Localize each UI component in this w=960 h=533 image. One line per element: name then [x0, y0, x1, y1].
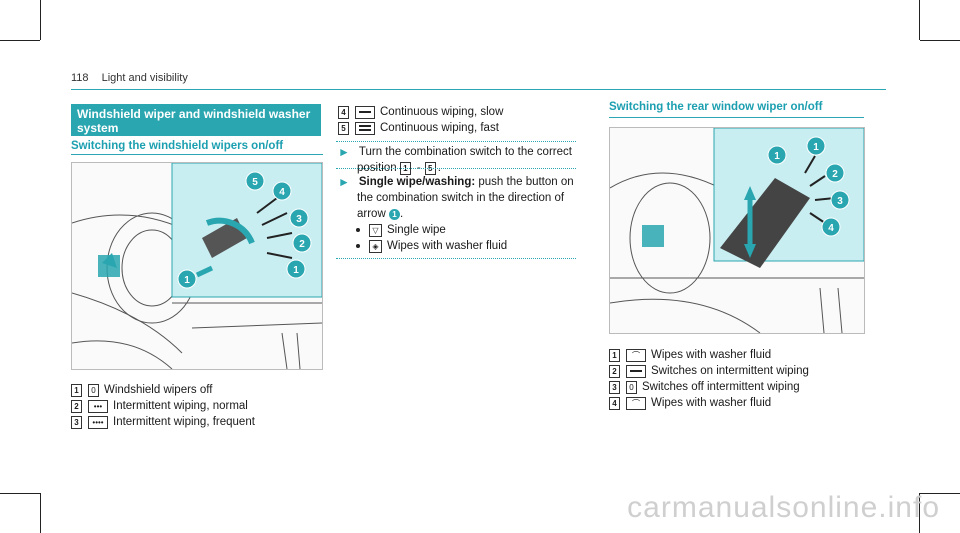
legend-item: 4 ⌒ Wipes with washer fluid — [609, 395, 809, 411]
watermark: carmanualsonline.info — [627, 491, 940, 524]
step-arrow-icon: ► — [338, 145, 350, 159]
callout-2: 2 — [832, 169, 838, 180]
bullet-item: ◈ Wipes with washer fluid — [356, 238, 574, 254]
legend-text: Intermittent wiping, frequent — [113, 416, 255, 428]
intermittent-normal-icon: ••• — [88, 399, 108, 413]
crop-mark — [0, 40, 40, 41]
key-badge: 1 — [609, 348, 620, 362]
step-text: . — [399, 208, 404, 220]
subsection-title: Switching the rear window wiper on/off — [609, 101, 823, 113]
windshield-wiper-illustration: 1 1 2 3 4 5 — [71, 162, 323, 370]
bullet-text: Wipes with washer fluid — [387, 240, 508, 252]
step-arrow-icon: ► — [338, 175, 350, 189]
subsection-title: Switching the windshield wipers on/off — [71, 140, 284, 152]
dotted-separator — [336, 168, 576, 170]
crop-mark — [920, 40, 960, 41]
crop-mark — [920, 493, 960, 494]
crop-mark — [40, 493, 41, 533]
legend-text: Continuous wiping, slow — [380, 106, 504, 118]
key-badge: 2 — [609, 364, 620, 378]
step-bold-label: Single wipe/washing: — [358, 176, 476, 188]
instruction-step-1: ► Turn the combination switch to the corr… — [338, 144, 572, 176]
intermittent-frequent-icon: •••• — [88, 415, 108, 429]
middle-legend: 4 Continuous wiping, slow 5 Continuous w… — [338, 104, 503, 136]
section-banner: Windshield wiper and windshield washer s… — [71, 104, 321, 136]
legend-item: 2 ••• Intermittent wiping, normal — [71, 398, 255, 414]
callout-5: 5 — [252, 177, 258, 188]
arrow-callout: 1 — [388, 208, 400, 220]
callout-2: 2 — [299, 239, 305, 250]
callout-1b: 1 — [813, 142, 819, 153]
legend-item: 5 Continuous wiping, fast — [338, 120, 503, 136]
legend-text: Windshield wipers off — [104, 384, 213, 396]
rear-washer-icon: ⌒ — [626, 396, 646, 410]
continuous-slow-icon — [355, 105, 375, 119]
continuous-fast-icon — [355, 121, 375, 135]
legend-text: Switches off intermittent wiping — [642, 381, 800, 393]
legend-text: Continuous wiping, fast — [380, 122, 499, 134]
key-badge: 5 — [338, 121, 349, 135]
callout-1: 1 — [774, 151, 780, 162]
crop-mark — [0, 493, 40, 494]
legend-text: Switches on intermittent wiping — [651, 365, 809, 377]
running-header: 118 Light and visibility — [71, 72, 188, 84]
bullet-item: ▽ Single wipe — [356, 222, 574, 238]
legend-item: 4 Continuous wiping, slow — [338, 104, 503, 120]
callout-4: 4 — [279, 187, 285, 198]
crop-mark — [919, 0, 920, 40]
callout-1b: 1 — [293, 265, 299, 276]
banner-title-line1: Windshield wiper and windshield washer — [77, 107, 311, 121]
step-text: Turn the combination switch to the corre… — [358, 146, 572, 158]
rear-wiper-illustration: 1 1 2 3 4 — [609, 127, 865, 334]
callout-1: 1 — [184, 275, 190, 286]
intermittent-on-icon — [626, 364, 646, 378]
step-text: push the button on — [475, 176, 574, 188]
key-badge: 3 — [71, 415, 82, 429]
legend-item: 1 0 Windshield wipers off — [71, 382, 255, 398]
crop-mark — [919, 493, 920, 533]
legend-text: Wipes with washer fluid — [651, 397, 772, 409]
callout-3: 3 — [837, 196, 843, 207]
key-badge: 1 — [71, 383, 82, 397]
crop-mark — [40, 0, 41, 40]
legend-text: Intermittent wiping, normal — [113, 400, 248, 412]
bullet-text: Single wipe — [387, 224, 446, 236]
step-text: the combination switch in the direction … — [357, 192, 565, 204]
rear-washer-icon: ⌒ — [626, 348, 646, 362]
legend-item: 3 •••• Intermittent wiping, frequent — [71, 414, 255, 430]
subsection-rule — [609, 117, 864, 118]
off-symbol-icon: 0 — [88, 383, 99, 397]
left-legend: 1 0 Windshield wipers off 2 ••• Intermit… — [71, 382, 255, 430]
key-badge: 4 — [338, 105, 349, 119]
callout-3: 3 — [296, 214, 302, 225]
right-legend: 1 ⌒ Wipes with washer fluid 2 Switches o… — [609, 347, 809, 411]
dotted-separator — [336, 258, 576, 260]
banner-title-line2: system — [77, 121, 119, 135]
section-title: Light and visibility — [101, 72, 188, 84]
subsection-rule — [71, 154, 323, 155]
legend-text: Wipes with washer fluid — [651, 349, 772, 361]
page-number: 118 — [71, 72, 89, 84]
key-badge: 2 — [71, 399, 82, 413]
header-rule — [71, 89, 886, 90]
dotted-separator — [336, 141, 576, 143]
key-badge: 4 — [609, 396, 620, 410]
legend-item: 2 Switches on intermittent wiping — [609, 363, 809, 379]
step-text: arrow — [357, 208, 386, 220]
key-badge: 3 — [609, 380, 620, 394]
washer-fluid-icon: ◈ — [369, 239, 382, 253]
callout-4: 4 — [828, 223, 834, 234]
off-symbol-icon: 0 — [626, 380, 637, 394]
instruction-step-2: ► Single wipe/washing: push the button o… — [338, 174, 574, 254]
single-wipe-icon: ▽ — [369, 223, 382, 237]
legend-item: 1 ⌒ Wipes with washer fluid — [609, 347, 809, 363]
legend-item: 3 0 Switches off intermittent wiping — [609, 379, 809, 395]
